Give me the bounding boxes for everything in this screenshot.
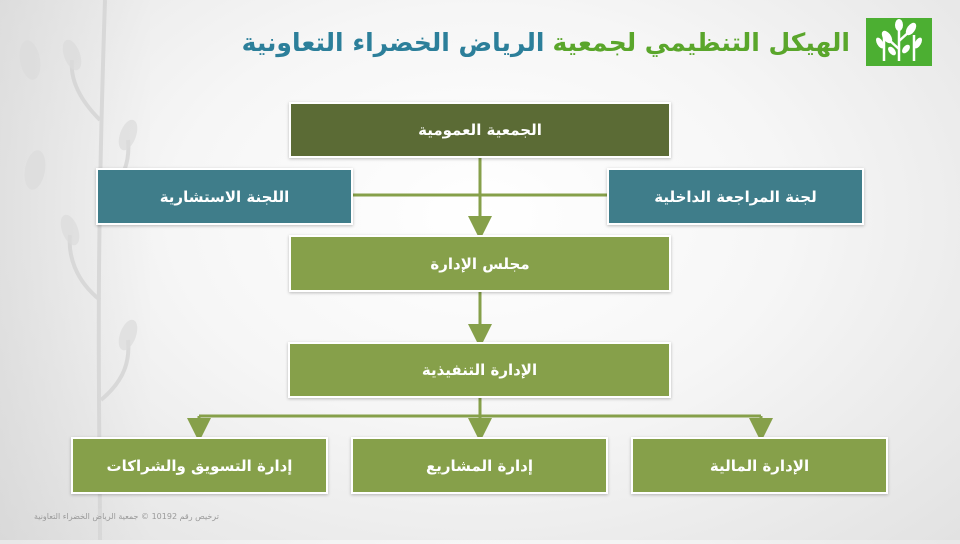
title-part-2: الرياض الخضراء التعاونية	[241, 27, 545, 57]
finance-dept-box: الإدارة المالية	[631, 437, 888, 494]
footer-license-text: ترخيص رقم 10192 © جمعية الرياض الخضراء ا…	[34, 512, 219, 521]
marketing-partnerships-dept-box: إدارة التسويق والشراكات	[71, 437, 328, 494]
general-assembly-box: الجمعية العمومية	[289, 102, 671, 158]
page-title: الهيكل التنظيمي لجمعية الرياض الخضراء ال…	[242, 22, 850, 62]
advisory-committee-box: اللجنة الاستشارية	[96, 168, 353, 225]
tree-leaves-icon	[872, 19, 926, 65]
board-of-directors-box: مجلس الإدارة	[289, 235, 671, 292]
internal-audit-committee-box: لجنة المراجعة الداخلية	[607, 168, 864, 225]
logo	[866, 18, 932, 66]
executive-management-box: الإدارة التنفيذية	[288, 342, 671, 398]
title-part-1: الهيكل التنظيمي لجمعية	[552, 27, 850, 57]
projects-dept-box: إدارة المشاريع	[351, 437, 608, 494]
